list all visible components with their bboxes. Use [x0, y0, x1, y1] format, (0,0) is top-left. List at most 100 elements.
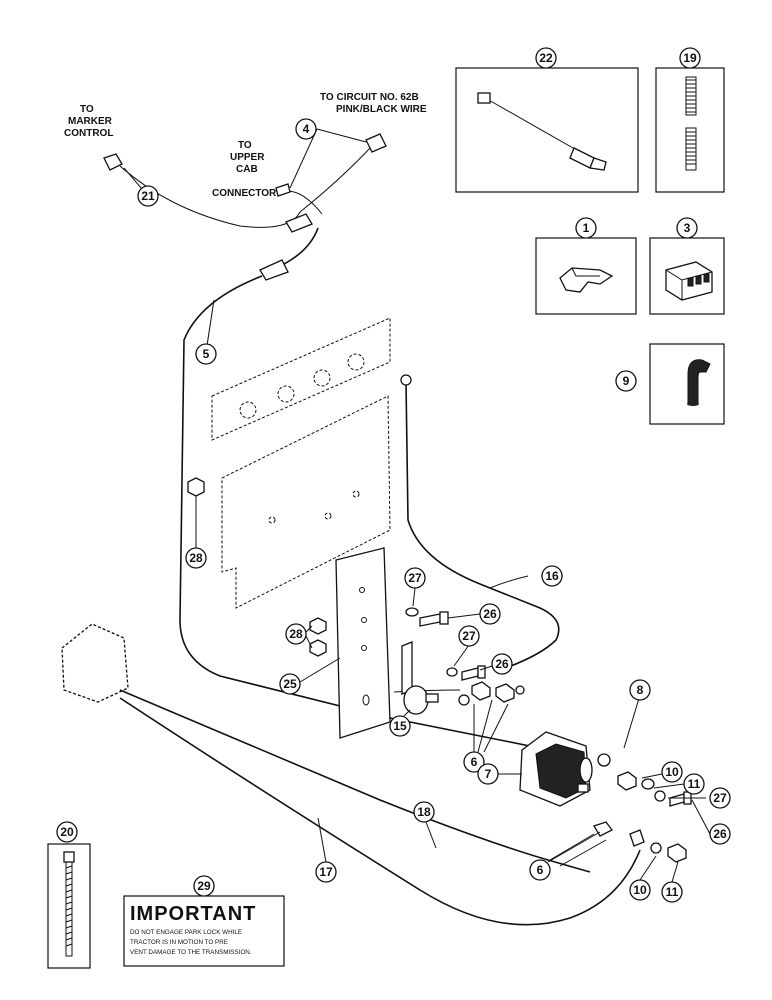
- svg-text:11: 11: [666, 885, 679, 899]
- svg-text:9: 9: [623, 374, 630, 388]
- callout-27b: 27: [458, 625, 480, 647]
- callout-28b: 28: [285, 623, 307, 645]
- callout-6b: 6: [529, 859, 551, 881]
- washer-11a: [641, 778, 655, 790]
- callout-6a: 6: [463, 751, 485, 773]
- solenoid-7: [519, 731, 593, 807]
- svg-text:27: 27: [462, 629, 476, 643]
- boot-icon: [687, 359, 711, 406]
- svg-text:UPPER: UPPER: [230, 152, 265, 163]
- callout-21: 21: [137, 185, 159, 207]
- important-decal: IMPORTANT DO NOT ENGAGE PARK LOCK WHILE …: [123, 895, 285, 967]
- callout-28a: 28: [185, 547, 207, 569]
- circuit-connector: [365, 133, 387, 153]
- connector-block-icon: [665, 261, 713, 301]
- inset-part-1: [535, 237, 637, 315]
- callout-17: 17: [315, 861, 337, 883]
- nut-28b-2: [309, 639, 327, 657]
- callout-7: 7: [477, 763, 499, 785]
- svg-text:6: 6: [537, 863, 544, 877]
- decal-line-1: DO NOT ENGAGE PARK LOCK WHILE: [130, 929, 242, 936]
- callouts: 22 19 1 3 9 4 21 5 28 16 27 26 28 27 26 …: [56, 47, 731, 903]
- washer-27c: [654, 790, 666, 802]
- callout-11a: 11: [683, 773, 705, 795]
- svg-text:28: 28: [189, 551, 203, 565]
- callout-20: 20: [56, 821, 78, 843]
- svg-text:19: 19: [683, 51, 697, 65]
- svg-text:PINK/BLACK WIRE: PINK/BLACK WIRE: [336, 104, 427, 115]
- mounting-plate-25: [335, 547, 391, 739]
- svg-text:CONTROL: CONTROL: [64, 128, 113, 139]
- bolt-26c: [669, 791, 692, 807]
- svg-text:10: 10: [665, 765, 679, 779]
- callout-10a: 10: [661, 761, 683, 783]
- svg-text:29: 29: [197, 879, 211, 893]
- callout-8: 8: [629, 679, 651, 701]
- callout-11b: 11: [661, 881, 683, 903]
- bolt-26a: [419, 611, 449, 627]
- callout-5: 5: [195, 343, 217, 365]
- ring-terminal: [400, 374, 412, 386]
- svg-text:CONNECTOR: CONNECTOR: [212, 188, 277, 199]
- lower-cables: [61, 623, 641, 926]
- svg-text:3: 3: [684, 221, 691, 235]
- svg-text:20: 20: [60, 825, 74, 839]
- inset-part-19: [655, 67, 725, 193]
- terminal-group-6: [458, 681, 525, 706]
- washer-10b: [650, 842, 662, 854]
- cab-connector-b: [259, 259, 289, 281]
- terminal-8: [597, 753, 611, 767]
- svg-text:TO CIRCUIT NO. 62B: TO CIRCUIT NO. 62B: [320, 92, 419, 103]
- svg-text:5: 5: [203, 347, 210, 361]
- svg-text:26: 26: [483, 607, 497, 621]
- svg-text:17: 17: [319, 865, 333, 879]
- svg-text:18: 18: [417, 805, 431, 819]
- inset-part-22: [455, 67, 639, 193]
- svg-text:27: 27: [713, 791, 727, 805]
- svg-text:16: 16: [545, 569, 559, 583]
- svg-text:26: 26: [495, 657, 509, 671]
- inset-part-3: [649, 237, 725, 315]
- callout-16: 16: [541, 565, 563, 587]
- svg-text:7: 7: [485, 767, 492, 781]
- callout-18: 18: [413, 801, 435, 823]
- svg-text:10: 10: [633, 883, 647, 897]
- mounting-bracket: [211, 317, 391, 609]
- cab-connector-a: [285, 213, 313, 233]
- svg-text:MARKER: MARKER: [68, 116, 113, 127]
- svg-text:21: 21: [141, 189, 155, 203]
- marker-connector: [103, 153, 123, 171]
- callout-15: 15: [389, 715, 411, 737]
- circuit-breaker-15: [401, 641, 439, 715]
- spring-icon: [685, 76, 697, 171]
- svg-text:1: 1: [583, 221, 590, 235]
- label-to-marker-control: TO MARKER CONTROL: [64, 104, 113, 139]
- label-to-upper-cab-connector: TO UPPER CAB CONNECTOR: [212, 140, 277, 199]
- decal-title: IMPORTANT: [130, 903, 256, 925]
- callout-29: 29: [193, 875, 215, 897]
- callout-10b: 10: [629, 879, 651, 901]
- svg-text:CAB: CAB: [236, 164, 258, 175]
- decal-line-2: TRACTOR IS IN MOTION TO PRE: [130, 939, 228, 946]
- callout-26a: 26: [479, 603, 501, 625]
- label-to-circuit-62b: TO CIRCUIT NO. 62B PINK/BLACK WIRE: [320, 92, 427, 115]
- washer-27b: [446, 667, 458, 677]
- callout-4: 4: [295, 118, 317, 140]
- svg-text:15: 15: [393, 719, 407, 733]
- svg-text:4: 4: [303, 122, 310, 136]
- callout-27a: 27: [404, 567, 426, 589]
- decal-line-3: VENT DAMAGE TO THE TRANSMISSION.: [130, 949, 252, 956]
- svg-text:11: 11: [688, 777, 701, 791]
- washer-27a: [405, 607, 419, 617]
- callout-19: 19: [679, 47, 701, 69]
- callout-25: 25: [279, 673, 301, 695]
- svg-text:28: 28: [289, 627, 303, 641]
- nut-11b: [667, 843, 687, 863]
- svg-text:26: 26: [713, 827, 727, 841]
- callout-9: 9: [615, 370, 637, 392]
- nut-10a: [617, 771, 637, 791]
- nut-28b-1: [309, 617, 327, 635]
- svg-text:6: 6: [471, 755, 478, 769]
- inset-part-9: [649, 343, 725, 425]
